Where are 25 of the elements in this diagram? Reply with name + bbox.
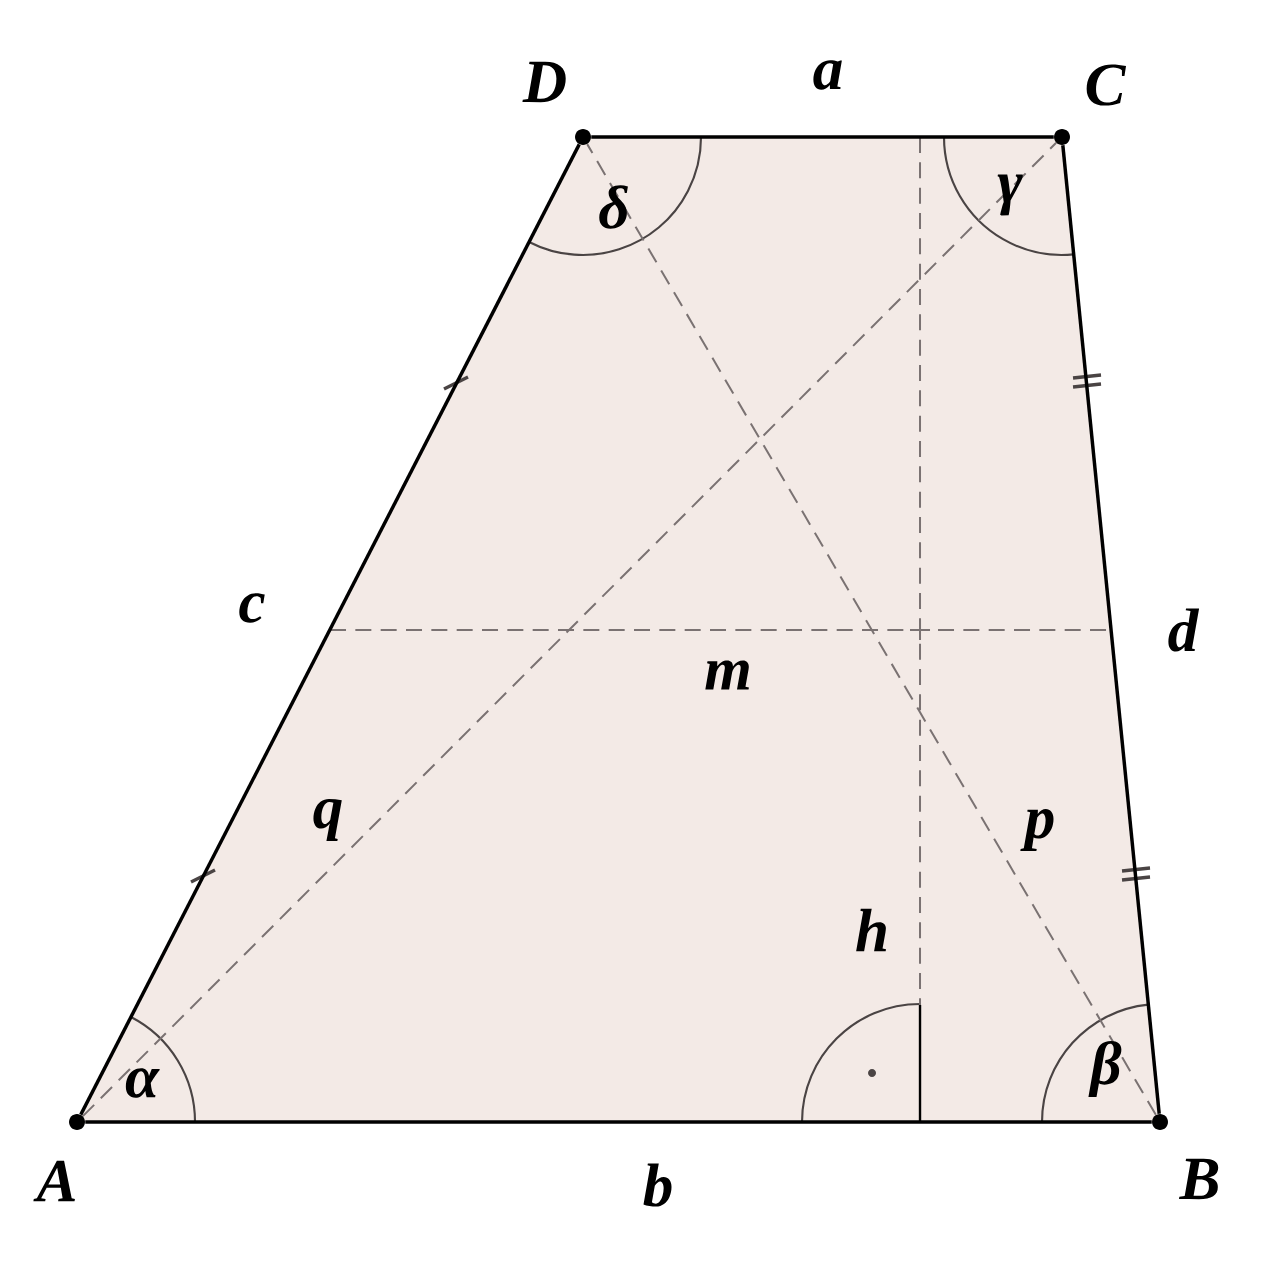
height-label: h: [856, 908, 886, 952]
vertex-label: A: [33, 1160, 75, 1202]
angle-label: δ: [599, 185, 628, 229]
edge-label: c: [239, 593, 265, 623]
vertex-label: D: [522, 61, 566, 103]
side-line: [85, 1120, 1152, 1124]
edge-label: d: [1168, 608, 1200, 652]
midline-label: m: [705, 660, 749, 690]
edge-label: b: [643, 1163, 672, 1207]
angle-label: α: [125, 1068, 160, 1098]
diagonal-line: [586, 143, 1157, 1116]
edge-label: q: [313, 799, 342, 841]
side-line: [1061, 145, 1161, 1114]
edge-label: a: [813, 60, 842, 90]
angle-label: β: [1088, 1040, 1122, 1098]
vertex-point: [1054, 129, 1070, 145]
vertex-label: C: [1086, 64, 1127, 106]
vertex-point: [575, 129, 591, 145]
angle-label: γ: [997, 174, 1023, 216]
edge-label: p: [1020, 809, 1054, 851]
side-line: [591, 135, 1054, 139]
side-line: [79, 143, 581, 1116]
vertex-label: B: [1179, 1158, 1219, 1200]
vertex-point: [69, 1114, 85, 1130]
vertex-point: [1152, 1114, 1168, 1130]
